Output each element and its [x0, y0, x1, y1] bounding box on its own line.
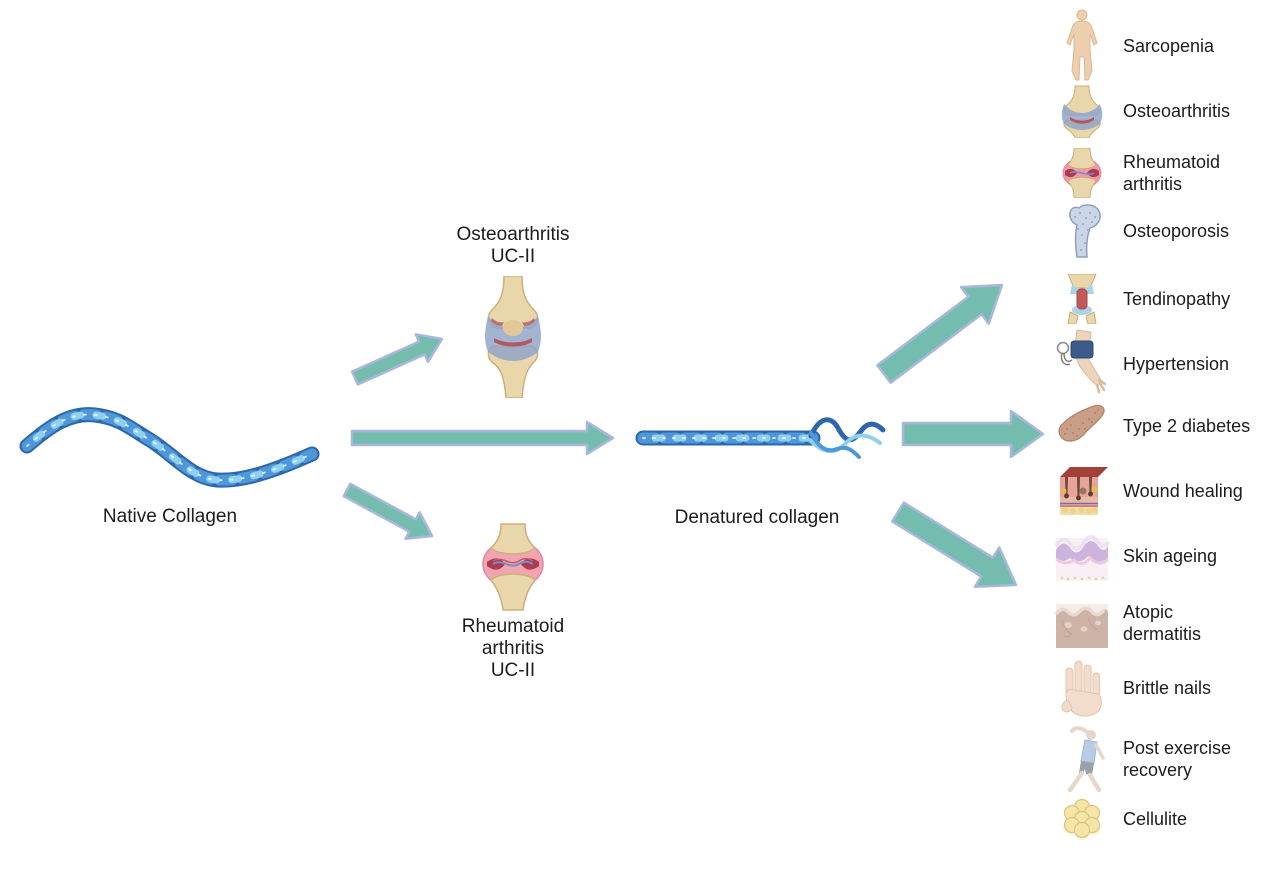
outcome-label: Brittle nails	[1123, 678, 1212, 698]
atopic-dermatitis-icon	[1048, 598, 1116, 648]
outcome-label: Cellulite	[1123, 809, 1188, 829]
outcome-label: Rheumatoid arthritis	[1123, 152, 1221, 194]
rheumatoid-ucii-label: Rheumatoid arthritis UC-II	[461, 616, 565, 681]
outcome-label: Sarcopenia	[1123, 36, 1215, 56]
arrow-denatured-to-mid-outcomes	[901, 409, 1045, 459]
brittle-nails-icon	[1048, 658, 1116, 718]
arrow-native-to-osteoarthritis	[350, 333, 444, 386]
outcome-label: Post exercise recovery	[1123, 738, 1232, 780]
denatured-collagen-illustration	[635, 417, 886, 459]
arrow-denatured-to-top-outcomes	[876, 283, 1004, 385]
outcome-row-rheumatoid-arthritis: Rheumatoid arthritis	[1048, 148, 1280, 198]
osteoporosis-icon	[1048, 203, 1116, 259]
cellulite-icon	[1048, 796, 1116, 842]
osteoarthritis-icon	[1048, 84, 1116, 138]
arrow-native-to-denatured	[350, 420, 615, 456]
arrow-native-to-rheumatoid	[342, 482, 434, 540]
outcome-label: Osteoarthritis	[1123, 101, 1231, 121]
hypertension-icon	[1048, 328, 1116, 400]
outcome-row-type-2-diabetes: Type 2 diabetes	[1048, 402, 1280, 450]
wound-healing-icon	[1048, 463, 1116, 519]
outcome-row-osteoarthritis: Osteoarthritis	[1048, 84, 1280, 138]
outcome-label: Wound healing	[1123, 481, 1243, 501]
skin-ageing-icon	[1048, 530, 1116, 582]
outcome-label: Skin ageing	[1123, 546, 1218, 566]
native-collagen-illustration	[19, 407, 320, 488]
outcome-row-brittle-nails: Brittle nails	[1048, 658, 1280, 718]
rheumatoid-arthritis-icon	[1048, 148, 1116, 198]
native-collagen-label: Native Collagen	[102, 506, 238, 527]
outcome-label: Tendinopathy	[1123, 289, 1231, 309]
outcome-row-hypertension: Hypertension	[1048, 328, 1280, 400]
outcome-row-skin-ageing: Skin ageing	[1048, 530, 1280, 582]
denatured-collagen-label: Denatured collagen	[674, 507, 840, 528]
outcome-row-osteoporosis: Osteoporosis	[1048, 204, 1280, 258]
sarcopenia-icon	[1048, 9, 1116, 83]
post-exercise-recovery-icon	[1048, 725, 1116, 793]
outcome-label: Atopic dermatitis	[1123, 602, 1202, 644]
outcome-label: Hypertension	[1123, 354, 1230, 374]
knee-rheumatoid-illustration	[482, 523, 544, 611]
outcome-row-cellulite: Cellulite	[1048, 797, 1280, 841]
type-2-diabetes-icon	[1048, 403, 1116, 449]
outcome-row-wound-healing: Wound healing	[1048, 462, 1280, 520]
osteoarthritis-ucii-label: Osteoarthritis UC-II	[456, 224, 570, 267]
arrow-denatured-to-bottom-outcomes	[890, 501, 1018, 588]
outcome-row-tendinopathy: Tendinopathy	[1048, 274, 1280, 324]
outcome-label: Type 2 diabetes	[1123, 416, 1251, 436]
outcome-row-post-exercise-recovery: Post exercise recovery	[1048, 725, 1280, 793]
knee-osteoarthritis-illustration	[485, 276, 541, 398]
outcome-row-sarcopenia: Sarcopenia	[1048, 8, 1280, 84]
tendinopathy-icon	[1048, 274, 1116, 324]
outcome-label: Osteoporosis	[1123, 221, 1230, 241]
outcome-row-atopic-dermatitis: Atopic dermatitis	[1048, 597, 1280, 649]
